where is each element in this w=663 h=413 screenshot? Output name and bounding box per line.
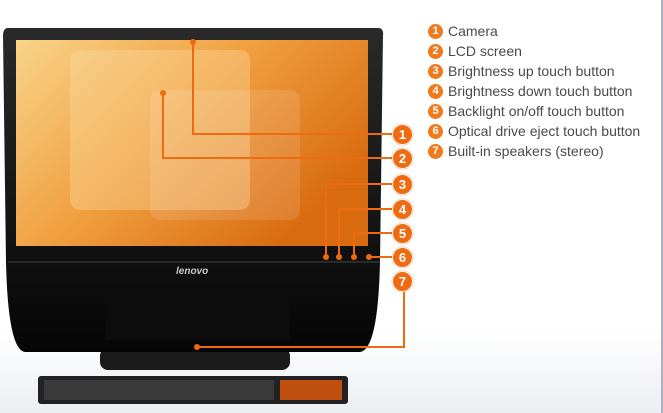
legend-item: 7 Built-in speakers (stereo) (428, 141, 640, 161)
legend-badge: 1 (428, 23, 443, 39)
legend-item: 2 LCD screen (428, 41, 640, 61)
legend-label: Built-in speakers (stereo) (448, 143, 604, 159)
lenovo-logo: lenovo (176, 266, 209, 277)
callout-lines (162, 42, 405, 348)
speaker-grille (105, 292, 290, 340)
callout-badge-1: 1 (392, 124, 413, 145)
callout-badge-7: 7 (392, 271, 413, 292)
legend-badge: 6 (428, 123, 443, 139)
legend-item: 3 Brightness up touch button (428, 61, 640, 81)
legend-badge: 7 (428, 143, 443, 159)
callout-badge-6: 6 (392, 247, 413, 268)
callout-badge-3: 3 (392, 174, 413, 195)
legend-label: Camera (448, 23, 498, 39)
legend-item: 5 Backlight on/off touch button (428, 101, 640, 121)
callout-badge-5: 5 (392, 223, 413, 244)
legend-badge: 5 (428, 103, 443, 119)
legend-badge: 4 (428, 83, 443, 99)
legend-badge: 2 (428, 43, 443, 59)
callout-badge-4: 4 (392, 199, 413, 220)
legend-label: Backlight on/off touch button (448, 103, 625, 119)
legend-label: Brightness down touch button (448, 83, 633, 99)
callout-badge-2: 2 (392, 148, 413, 169)
legend-label: Brightness up touch button (448, 63, 615, 79)
right-border (661, 0, 663, 413)
legend-item: 6 Optical drive eject touch button (428, 121, 640, 141)
legend: 1 Camera 2 LCD screen 3 Brightness up touch… (428, 21, 640, 161)
legend-label: LCD screen (448, 43, 522, 59)
legend-badge: 3 (428, 63, 443, 79)
legend-label: Optical drive eject touch button (448, 123, 641, 139)
monitor-base (100, 348, 290, 370)
legend-item: 4 Brightness down touch button (428, 81, 640, 101)
legend-item: 1 Camera (428, 21, 640, 41)
